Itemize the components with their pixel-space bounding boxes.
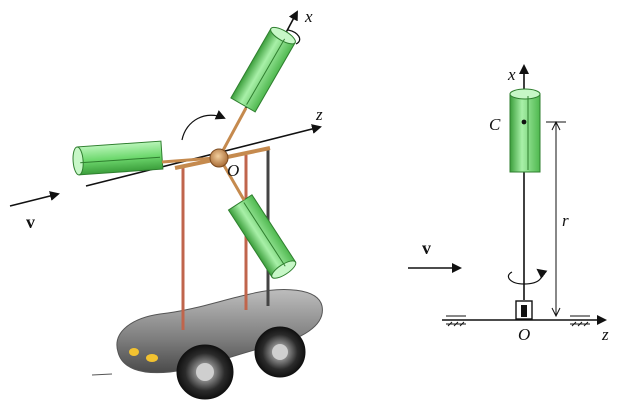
- right-z-label: z: [601, 325, 609, 344]
- right-rotation-icon: [507, 268, 548, 285]
- support-hatch-right: [570, 315, 590, 327]
- radius-dimension: [546, 120, 566, 318]
- wheel-front: [176, 344, 234, 400]
- left-z-axis: z: [85, 105, 323, 187]
- center-point: [521, 119, 527, 125]
- center-label: C: [489, 115, 501, 134]
- cup-left: [72, 140, 164, 176]
- left-figure: v z: [9, 7, 323, 400]
- right-x-label: x: [507, 65, 516, 84]
- support-hatch-left: [446, 315, 466, 327]
- left-z-label: z: [315, 105, 323, 124]
- arm-left: [161, 156, 216, 164]
- right-z-axis: z: [442, 315, 609, 344]
- hub: [209, 148, 229, 168]
- left-x-label: x: [304, 7, 313, 26]
- wheel-rear: [254, 326, 306, 378]
- right-origin-label: O: [518, 325, 530, 344]
- radius-label: r: [562, 211, 569, 230]
- right-cup: [509, 88, 541, 173]
- left-velocity-label: v: [26, 212, 35, 232]
- headlight-left: [129, 348, 139, 356]
- left-rotation-icon: [287, 29, 301, 45]
- cart: [91, 289, 323, 400]
- arm-upper: [218, 107, 248, 157]
- cup-upper: [230, 26, 296, 113]
- left-velocity-arrow: v: [9, 191, 60, 232]
- cup-lower: [227, 194, 297, 279]
- left-origin-label: O: [227, 161, 239, 180]
- headlight-right: [146, 354, 158, 362]
- rotation-arc-arrow: [181, 110, 226, 141]
- right-velocity-arrow: v: [408, 238, 462, 273]
- cart-body: [116, 289, 323, 374]
- right-figure: v z x: [408, 64, 609, 344]
- right-velocity-label: v: [422, 238, 431, 258]
- arm-lower: [220, 161, 246, 201]
